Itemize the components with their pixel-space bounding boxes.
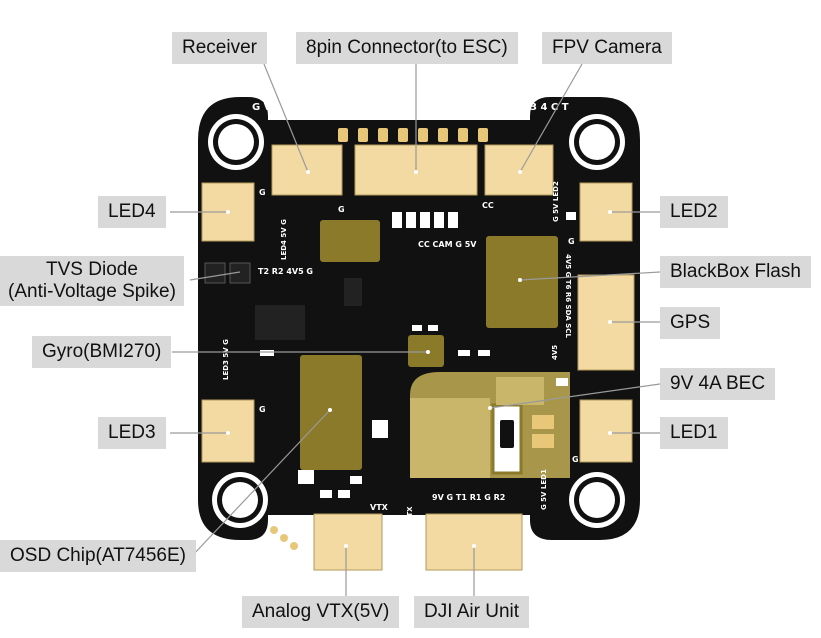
silk-cc-cam: CC CAM G 5V: [418, 240, 477, 249]
label-dji-air-unit: DJI Air Unit: [414, 596, 530, 628]
label-receiver: Receiver: [172, 32, 267, 64]
label-blackbox-flash: BlackBox Flash: [660, 256, 811, 288]
small-components: [204, 212, 576, 550]
analog-vtx-connector: [313, 513, 383, 571]
led3-connector: [201, 399, 255, 463]
silk-g-left: G: [259, 188, 266, 197]
label-led3: LED3: [98, 417, 166, 449]
label-gyro: Gyro(BMI270): [32, 336, 172, 368]
silk-dji-pins: 9V G T1 R1 G R2: [432, 493, 505, 502]
label-tvs-line2: (Anti-Voltage Spike): [8, 281, 176, 302]
top-chip: [320, 220, 380, 262]
silk-g-led1: G: [572, 455, 579, 464]
silk-34ct: 3 4 C T: [530, 102, 569, 113]
mounting-hole-tl: [208, 114, 264, 170]
label-led2: LED2: [660, 196, 728, 228]
label-led1: LED1: [660, 417, 728, 449]
blackbox-flash-chip: [486, 236, 558, 328]
silk-t2r2: T2 R2 4V5 G: [258, 267, 313, 276]
silk-4v5: 4V5: [551, 345, 559, 360]
label-8pin-connector: 8pin Connector(to ESC): [296, 32, 518, 64]
silk-gps-pins: 4V5 G T6 R6 SDA SCL: [564, 254, 572, 338]
label-tvs-diode: TVS Diode (Anti-Voltage Spike): [0, 256, 184, 306]
silk-g-right: G: [568, 237, 575, 246]
silk-g-top: G: [338, 205, 345, 214]
silk-led4-5v-g: LED4 5V G: [280, 219, 288, 260]
bec-pad-a: [532, 415, 554, 429]
bec-cap-inner: [500, 420, 514, 448]
label-fpv-camera: FPV Camera: [542, 32, 672, 64]
silk-vtx-pins: 5V G T1 VTX: [406, 506, 414, 555]
silk-g-led3: G: [259, 405, 266, 414]
bec-inductor: [410, 398, 490, 478]
silk-g5v-led1: G 5V LED1: [540, 469, 548, 510]
leader-dots: [226, 170, 612, 548]
silk-gv12: G V 1 2: [252, 102, 292, 113]
label-tvs-line1: TVS Diode: [46, 259, 138, 280]
bec-ic: [496, 377, 544, 405]
led1-connector: [579, 399, 633, 463]
silk-led3-5v-g: LED3 5V G: [222, 339, 230, 380]
mounting-hole-bl: [212, 472, 268, 528]
mounting-hole-tr: [569, 114, 625, 170]
leader-lines: [170, 63, 661, 600]
camera-connector: [484, 144, 554, 196]
label-analog-vtx: Analog VTX(5V): [242, 596, 400, 628]
bec-pad-b: [532, 434, 554, 448]
mounting-hole-br: [569, 472, 625, 528]
label-gps: GPS: [660, 307, 721, 339]
label-bec: 9V 4A BEC: [660, 368, 776, 400]
label-osd-chip: OSD Chip(AT7456E): [0, 540, 196, 572]
gyro-chip: [408, 335, 444, 367]
silk-g-5v-led2: G 5V LED2: [552, 181, 560, 222]
osd-chip: [300, 355, 362, 470]
top-pads: [338, 128, 488, 142]
label-led4: LED4: [98, 196, 166, 228]
silk-cc: CC: [482, 201, 494, 210]
silk-vtx: VTX: [370, 503, 389, 512]
